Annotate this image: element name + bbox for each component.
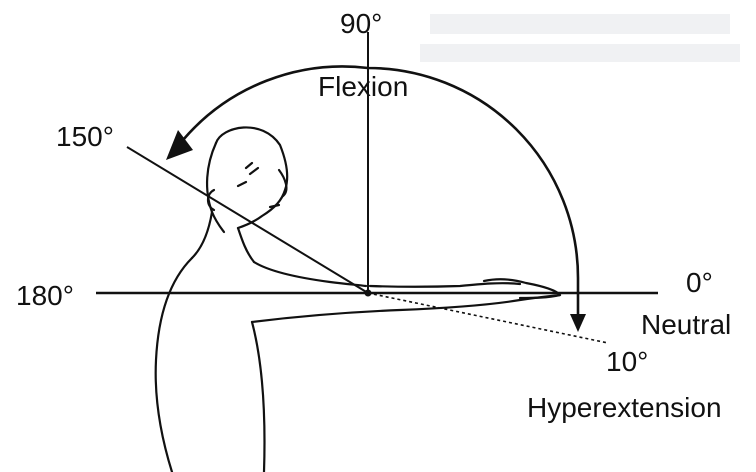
hyperextension-arrowhead xyxy=(570,314,586,332)
label-0-degrees: 0° xyxy=(686,267,713,298)
label-90-degrees: 90° xyxy=(340,8,382,39)
line-150-degrees xyxy=(127,147,368,293)
forearm-top xyxy=(370,283,520,287)
pivot-point xyxy=(365,290,372,297)
chest-outline xyxy=(252,322,265,472)
label-10-degrees: 10° xyxy=(606,346,648,377)
bleed-through-text xyxy=(420,14,740,62)
back-of-head xyxy=(207,143,224,232)
arm-bottom xyxy=(252,295,560,322)
label-flexion: Flexion xyxy=(318,71,408,102)
label-150-degrees: 150° xyxy=(56,121,114,152)
label-neutral: Neutral xyxy=(641,309,731,340)
label-180-degrees: 180° xyxy=(16,280,74,311)
back-outline xyxy=(156,258,192,472)
neck-back xyxy=(192,212,212,258)
human-figure xyxy=(156,127,560,472)
head-outline xyxy=(216,127,287,228)
eye-marks xyxy=(238,163,258,186)
neck-front xyxy=(238,228,254,262)
label-hyperextension: Hyperextension xyxy=(527,392,722,423)
